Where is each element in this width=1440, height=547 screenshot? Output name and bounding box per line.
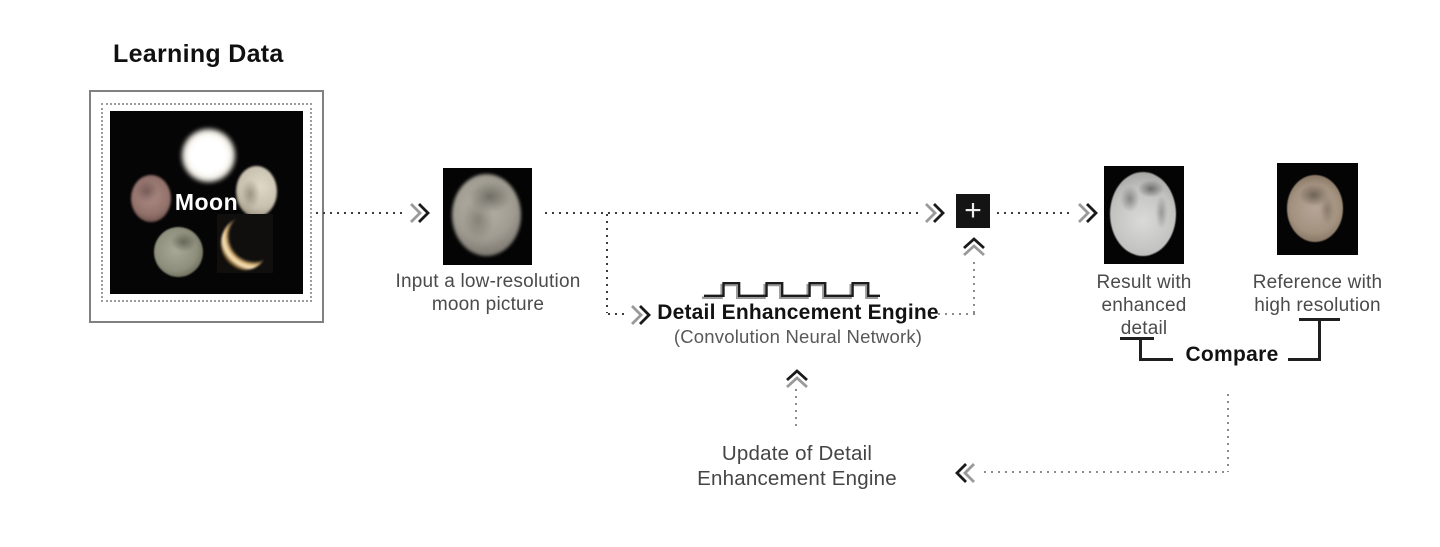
- moon-collage-image: Moon: [110, 111, 303, 294]
- compare-bracket-right-vertical: [1318, 318, 1321, 361]
- update-line-up: [795, 389, 797, 429]
- pink-moon-image: [131, 175, 171, 222]
- input-caption: Input a low-resolution moon picture: [395, 271, 581, 315]
- compare-bracket-right-cap: [1299, 318, 1340, 321]
- input-moon-shape: [451, 173, 522, 257]
- crescent-shape: [221, 217, 269, 270]
- crescent-moon-image: [217, 214, 273, 273]
- compare-bracket-right-bottom: [1288, 358, 1321, 361]
- flow-line-input-to-plus: [545, 212, 921, 214]
- compare-bracket-left-cap: [1120, 337, 1154, 340]
- square-wave-icon: [702, 281, 880, 299]
- double-chevron-right-icon: [925, 203, 945, 223]
- double-chevron-right-icon: [631, 305, 651, 325]
- reference-moon-image: [1277, 163, 1358, 255]
- result-moon-image: [1104, 166, 1184, 264]
- flow-line-plus-to-result: [997, 212, 1072, 214]
- flow-line-engine-up: [973, 262, 975, 313]
- result-caption: Result with enhanced detail: [1096, 272, 1192, 339]
- flow-line-branch-right: [608, 313, 626, 315]
- learning-data-dotted-border: Moon: [101, 103, 312, 302]
- moon-label: Moon: [174, 189, 239, 215]
- compare-bracket-left-vertical: [1139, 337, 1142, 361]
- feedback-line-left: [984, 471, 1228, 473]
- double-chevron-up-icon: [786, 369, 808, 389]
- reference-caption: Reference with high resolution: [1252, 272, 1383, 316]
- feedback-line-down: [1227, 394, 1229, 472]
- plus-icon: +: [956, 194, 990, 228]
- engine-title: Detail Enhancement Engine: [657, 301, 939, 324]
- gibbous-moon-image: [236, 166, 277, 217]
- learning-data-box: Moon: [89, 90, 324, 323]
- double-chevron-up-icon: [963, 237, 985, 257]
- gray-moon-image: [154, 227, 203, 277]
- compare-label: Compare: [1185, 343, 1279, 366]
- flow-line-engine-right: [938, 313, 976, 315]
- engine-subtitle: (Convolution Neural Network): [673, 326, 923, 347]
- result-moon-shape: [1109, 171, 1176, 257]
- compare-bracket-left-bottom: [1139, 358, 1173, 361]
- double-chevron-right-icon: [410, 203, 430, 223]
- bright-full-moon-image: [181, 128, 236, 183]
- double-chevron-right-icon: [1078, 203, 1098, 223]
- learning-data-title: Learning Data: [113, 40, 284, 68]
- flow-line-branch-down: [606, 214, 608, 313]
- input-moon-image: [443, 168, 532, 265]
- reference-moon-shape: [1286, 174, 1344, 243]
- flow-line-learning-to-input: [316, 212, 406, 214]
- double-chevron-left-icon: [955, 463, 975, 483]
- update-caption: Update of Detail Enhancement Engine: [697, 442, 897, 490]
